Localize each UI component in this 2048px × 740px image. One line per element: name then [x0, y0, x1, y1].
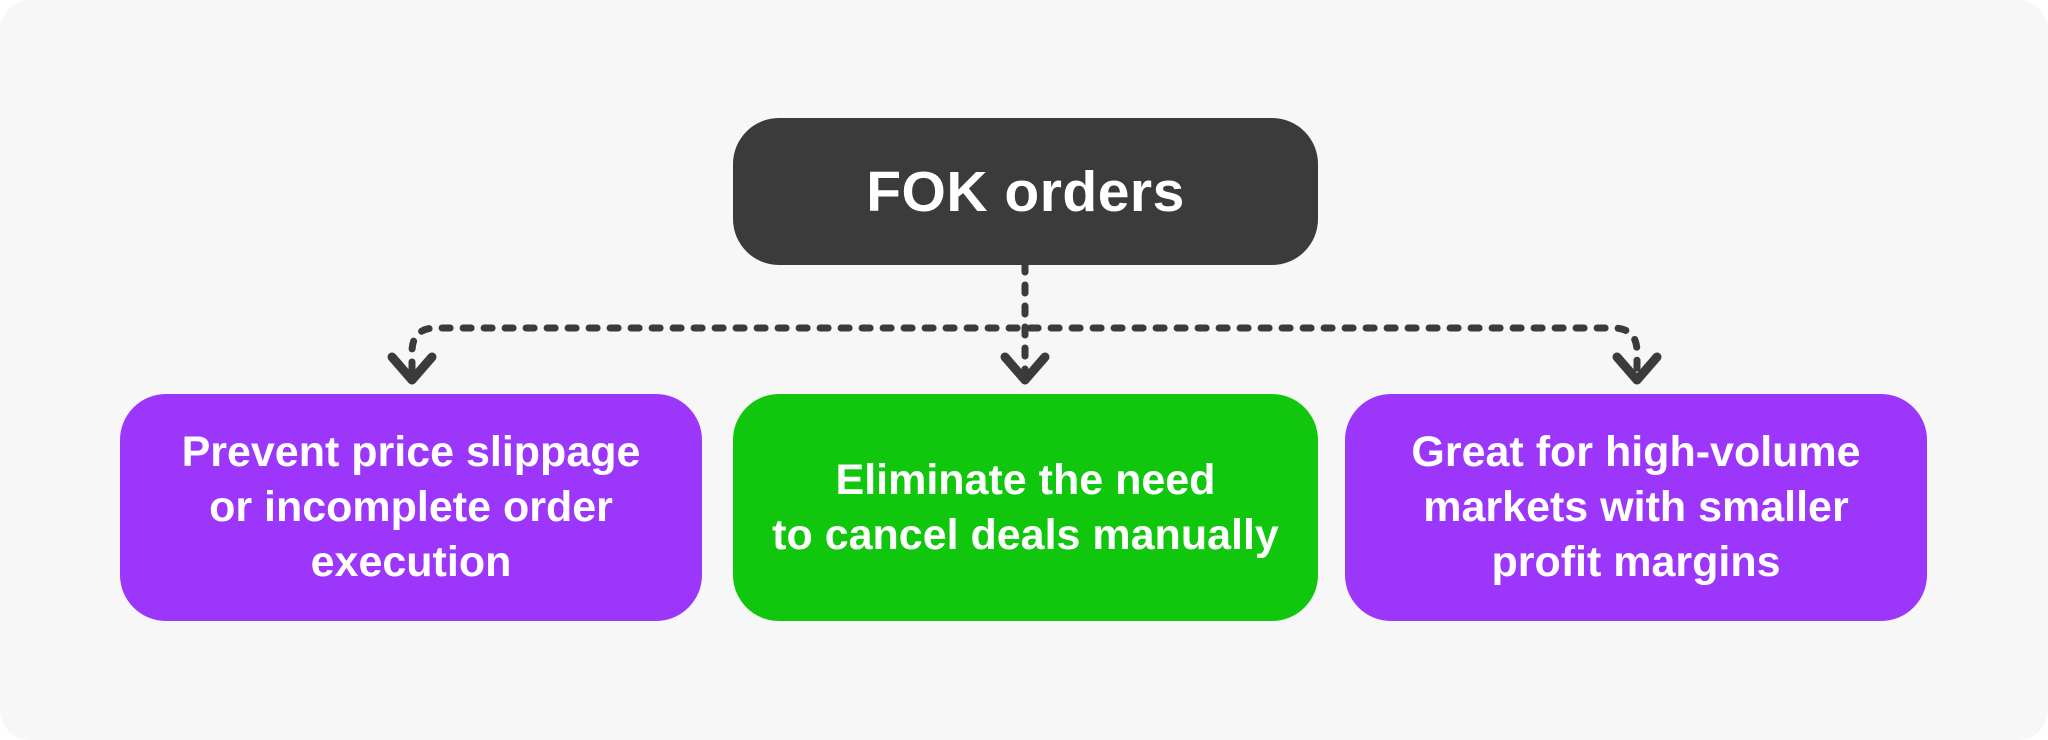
benefit-label: Prevent price slippage or incomplete ord… [181, 428, 641, 586]
benefit-box-prevent-slippage: Prevent price slippage or incomplete ord… [120, 394, 702, 621]
benefit-label: Eliminate the need to cancel deals manua… [772, 455, 1279, 559]
benefit-label: Great for high-volume markets with small… [1411, 428, 1861, 586]
benefit-box-high-volume: Great for high-volume markets with small… [1345, 394, 1927, 621]
root-node-fok-orders: FOK orders [733, 118, 1318, 265]
benefit-box-eliminate-cancel: Eliminate the need to cancel deals manua… [733, 394, 1318, 621]
root-node-label: FOK orders [866, 159, 1185, 224]
